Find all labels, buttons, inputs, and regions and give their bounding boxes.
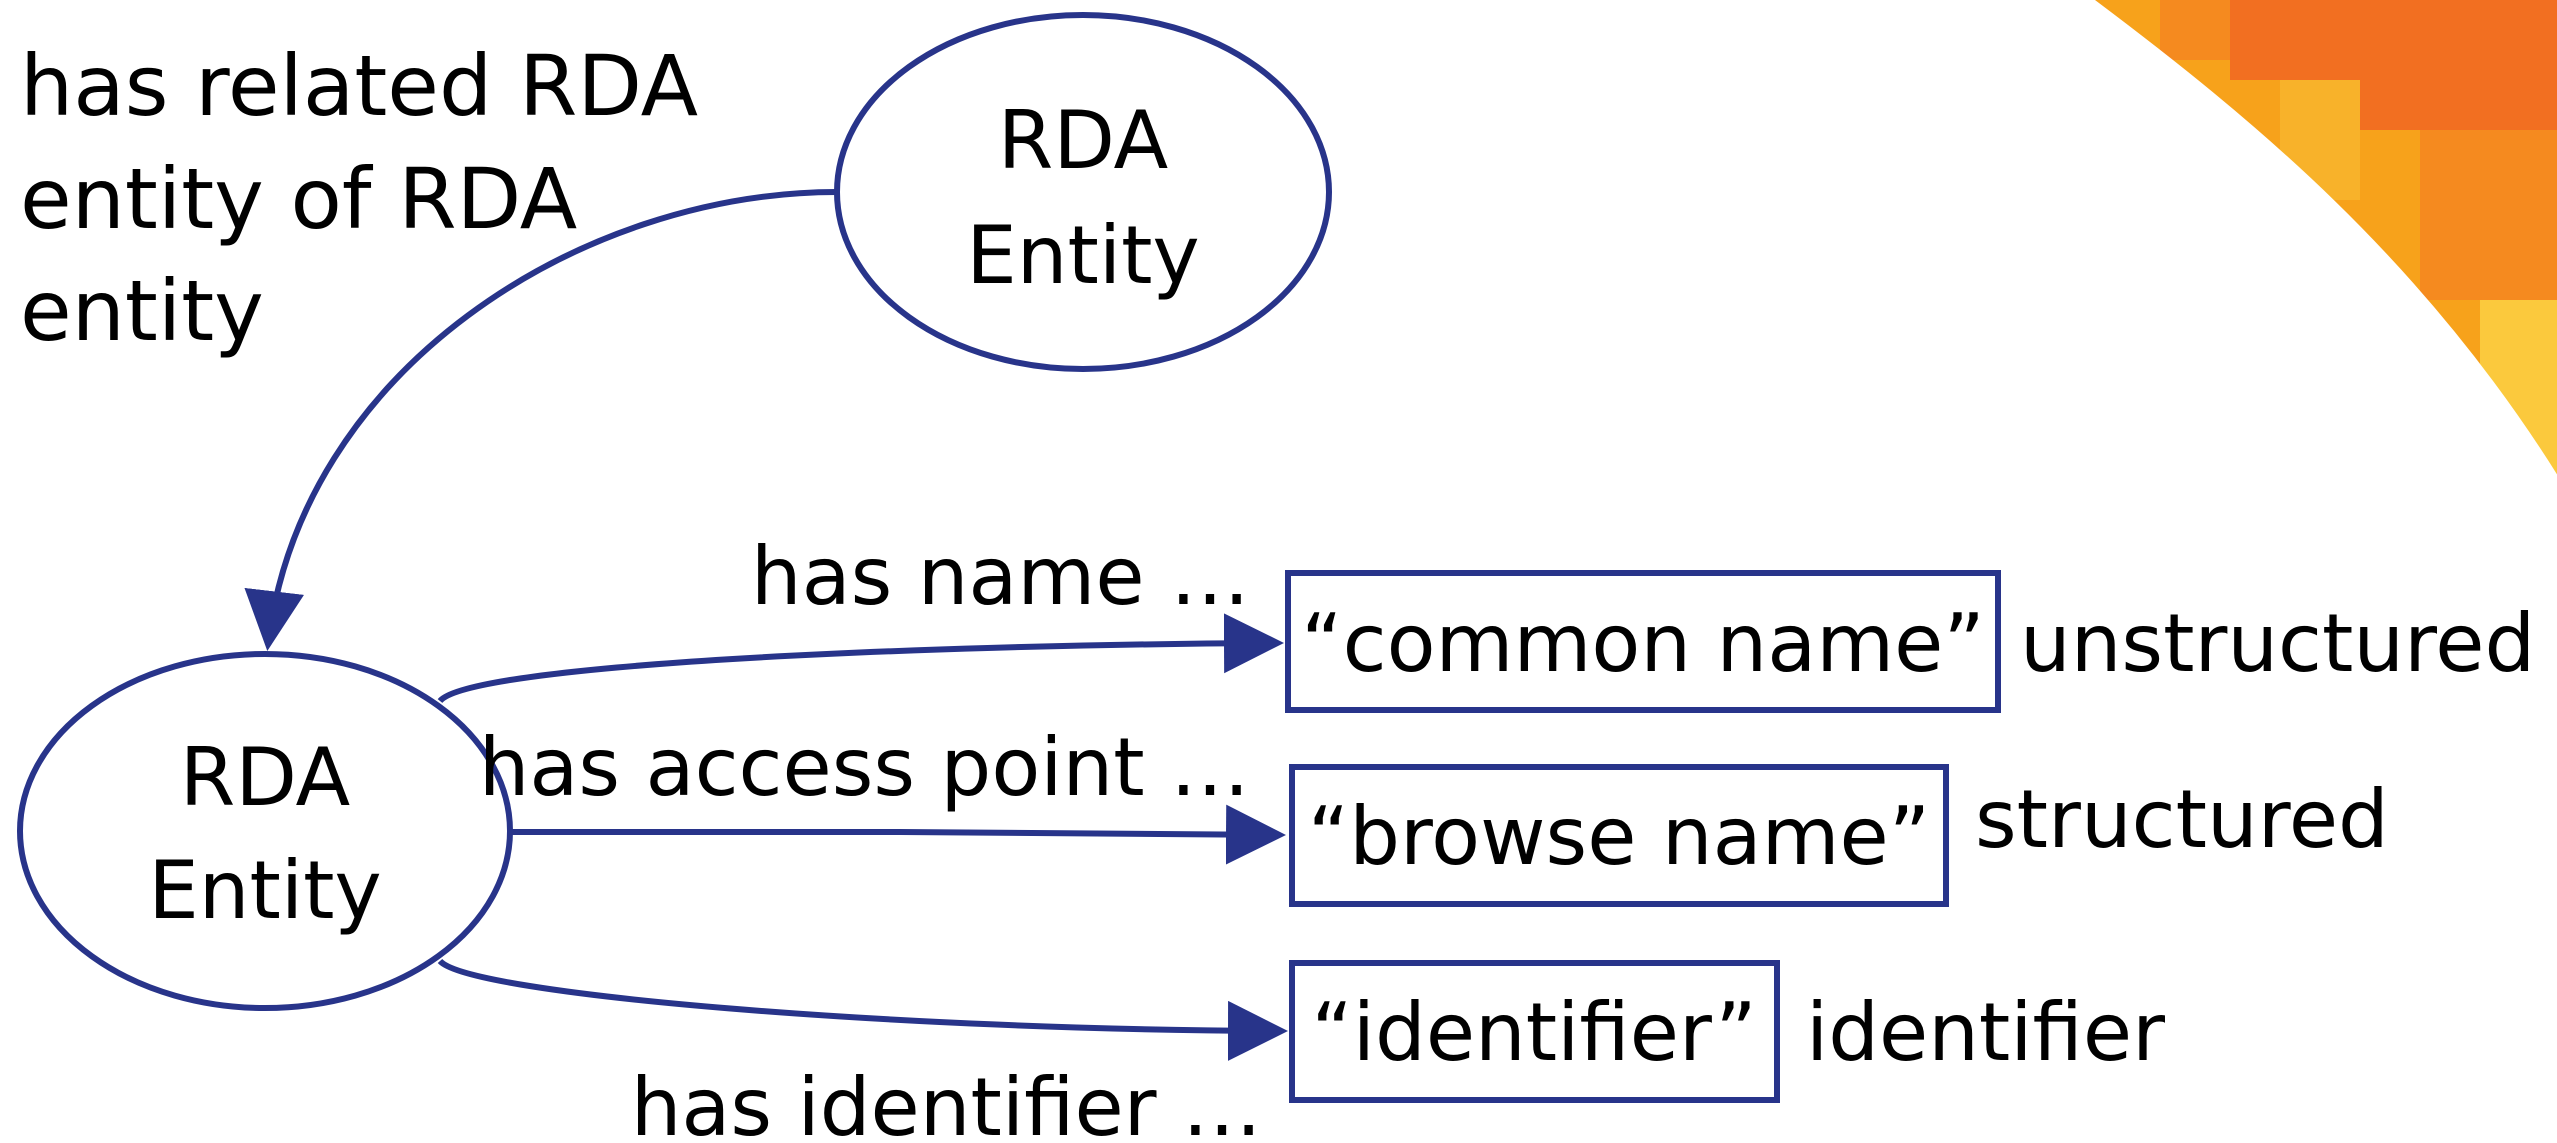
browse-name-box: “browse name”	[1289, 764, 1949, 907]
common-name-box: “common name”	[1285, 570, 2001, 713]
main-entity-label-line-1: RDA	[180, 731, 351, 824]
structured-type-label: structured	[1975, 773, 2389, 866]
main-entity-label-line-2: Entity	[148, 844, 382, 937]
has-name-label: has name …	[751, 530, 1250, 623]
related-entity-arrow	[244, 189, 838, 651]
relationship-label-line-3: entity	[20, 262, 264, 360]
main-entity-node: RDA Entity	[17, 651, 513, 1011]
has-access-point-label: has access point …	[479, 721, 1250, 814]
identifier-value: “identifier”	[1311, 986, 1756, 1079]
top-entity-label-line-1: RDA	[998, 94, 1169, 187]
common-name-value: “common name”	[1301, 597, 1985, 690]
identifier-type-label: identifier	[1806, 986, 2165, 1079]
top-entity-node: RDA Entity	[834, 12, 1332, 372]
relationship-label-line-2: entity of RDA	[20, 150, 577, 248]
has-access-point-arrow	[512, 804, 1286, 865]
browse-name-value: “browse name”	[1308, 790, 1930, 883]
decorative-corner-graphic	[2088, 0, 2557, 482]
browse-name-rect	[1289, 764, 1949, 907]
has-name-arrow	[437, 613, 1284, 704]
common-name-rect	[1285, 570, 2001, 713]
relationship-label-line-1: has related RDA	[20, 37, 698, 135]
has-identifier-label: has identifier …	[631, 1061, 1262, 1143]
relationship-label: has related RDA entity of RDA entity	[20, 37, 725, 360]
has-identifier-arrow	[437, 958, 1288, 1061]
top-entity-ellipse	[834, 12, 1332, 372]
unstructured-type-label: unstructured	[2020, 597, 2535, 690]
identifier-box: “identifier”	[1289, 960, 1780, 1103]
top-entity-label-line-2: Entity	[966, 209, 1200, 302]
main-entity-ellipse	[17, 651, 513, 1011]
identifier-rect	[1289, 960, 1780, 1103]
